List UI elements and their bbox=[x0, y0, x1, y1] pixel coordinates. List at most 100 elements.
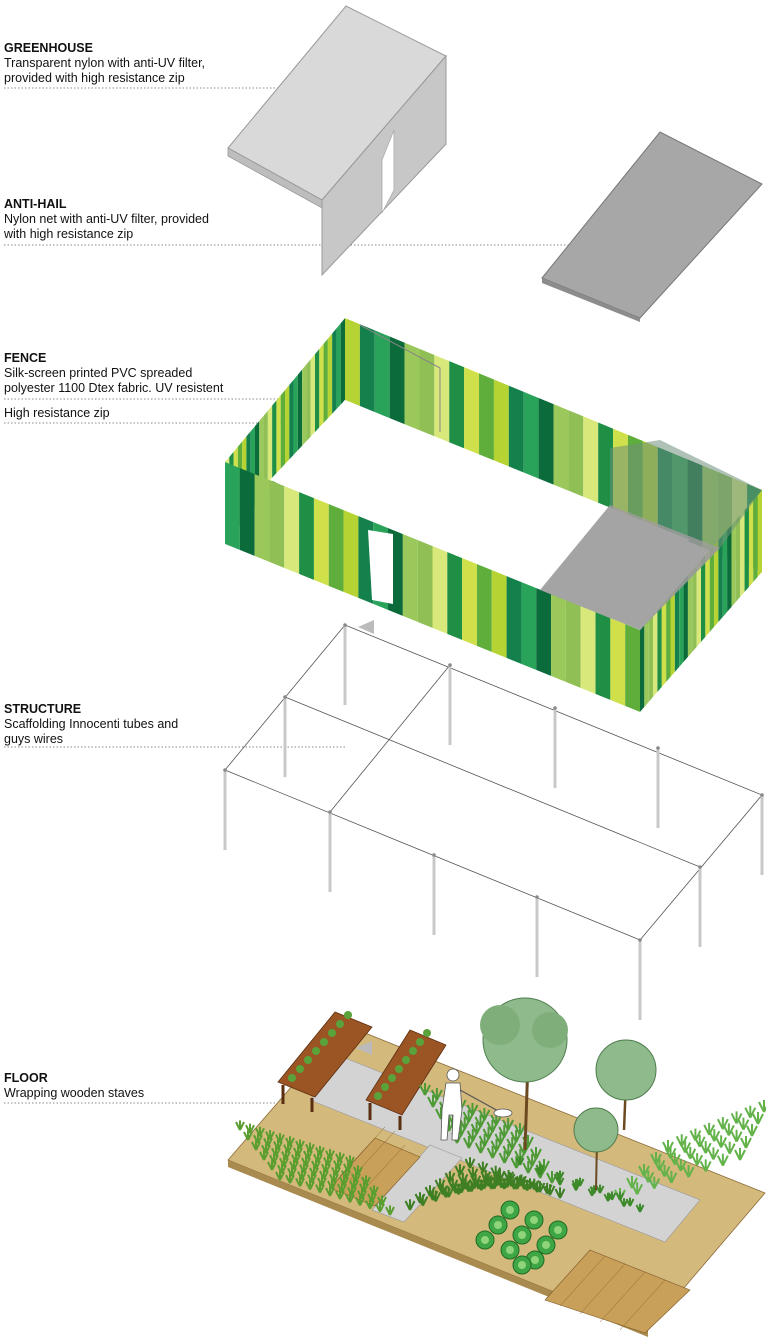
plant bbox=[317, 1176, 327, 1187]
plant bbox=[498, 1151, 511, 1164]
plant bbox=[730, 1111, 743, 1124]
fence-stripe bbox=[753, 495, 758, 582]
fence-stripe bbox=[276, 395, 281, 483]
tree-medium bbox=[595, 1039, 657, 1131]
fence-door-opening bbox=[368, 530, 393, 604]
structure-desc-1: Scaffolding Innocenti tubes and bbox=[4, 717, 179, 731]
plant bbox=[305, 1179, 315, 1190]
fence-stripe bbox=[493, 379, 509, 468]
plant bbox=[737, 1117, 750, 1131]
plant bbox=[419, 1083, 431, 1096]
plant bbox=[716, 1153, 729, 1167]
fence-stripe bbox=[565, 600, 581, 688]
cabbage-heart bbox=[554, 1226, 562, 1234]
plant bbox=[315, 1183, 325, 1194]
fence-stripe bbox=[464, 367, 480, 456]
plant bbox=[311, 1159, 321, 1170]
plant bbox=[323, 1155, 333, 1166]
fence-stripe bbox=[679, 580, 684, 667]
plant bbox=[291, 1153, 301, 1164]
fence-stripe bbox=[744, 505, 749, 592]
plant bbox=[345, 1155, 355, 1166]
planter-plant bbox=[328, 1029, 336, 1037]
scaffold-joint bbox=[432, 853, 436, 857]
plant bbox=[309, 1166, 319, 1177]
plant bbox=[279, 1156, 289, 1167]
cabbage-bed bbox=[475, 1200, 568, 1275]
planter-2 bbox=[365, 1029, 447, 1130]
plant bbox=[353, 1165, 363, 1176]
fence-stripe bbox=[595, 612, 611, 700]
fence-stripe bbox=[653, 610, 658, 697]
plant bbox=[414, 1192, 426, 1204]
plant bbox=[734, 1148, 746, 1161]
fence-stripe bbox=[670, 590, 675, 677]
plant bbox=[355, 1195, 365, 1206]
plant bbox=[555, 1176, 565, 1186]
plant bbox=[335, 1189, 345, 1200]
plant bbox=[619, 1198, 629, 1208]
fence-stripe bbox=[718, 535, 723, 622]
fence-stripe bbox=[254, 474, 270, 562]
fence-stripe bbox=[748, 500, 754, 587]
fence-stripe bbox=[327, 333, 333, 421]
scaffold-joint bbox=[760, 793, 764, 797]
plant bbox=[359, 1182, 369, 1193]
plant bbox=[650, 1152, 662, 1165]
floor-label: FLOOR Wrapping wooden staves bbox=[4, 1071, 144, 1101]
scaffold-joint bbox=[283, 695, 287, 699]
fence-layer bbox=[225, 318, 762, 712]
fence-stripe bbox=[731, 520, 736, 607]
plant bbox=[319, 1169, 329, 1180]
planter-plant bbox=[395, 1065, 403, 1073]
fence-stripe bbox=[523, 391, 539, 480]
plant bbox=[331, 1165, 341, 1176]
wood-plot-2 bbox=[544, 1249, 691, 1334]
plant bbox=[345, 1192, 355, 1203]
plant bbox=[477, 1161, 489, 1173]
plant bbox=[434, 1178, 446, 1190]
cabbage-heart bbox=[518, 1231, 526, 1239]
fence-stripe bbox=[389, 336, 405, 425]
plant bbox=[758, 1100, 766, 1113]
structure-layer bbox=[223, 623, 764, 1020]
plant bbox=[587, 1187, 597, 1197]
plant bbox=[261, 1143, 271, 1154]
floor-base-edge bbox=[228, 1160, 648, 1337]
fence-stripe bbox=[735, 515, 741, 602]
fence-stripe bbox=[419, 348, 435, 437]
plant bbox=[305, 1142, 315, 1153]
plant bbox=[265, 1129, 275, 1140]
plant bbox=[299, 1163, 309, 1174]
antihail-title: ANTI-HAIL bbox=[4, 197, 67, 211]
structure-mid-beam-1 bbox=[329, 664, 451, 813]
plant bbox=[746, 1124, 758, 1137]
fence-stripe bbox=[709, 545, 715, 632]
plant bbox=[638, 1164, 650, 1177]
plant bbox=[404, 1199, 416, 1211]
antihail-desc-2: with high resistance zip bbox=[4, 227, 134, 241]
plant bbox=[289, 1159, 299, 1170]
plant bbox=[703, 1122, 716, 1136]
greenhouse-desc-1: Transparent nylon with anti-UV filter, bbox=[4, 56, 206, 70]
plant bbox=[343, 1162, 353, 1173]
fence-stripe bbox=[508, 385, 524, 474]
plant bbox=[503, 1170, 514, 1182]
plant bbox=[480, 1169, 492, 1182]
plant bbox=[297, 1169, 307, 1180]
fence-stripe bbox=[302, 364, 307, 452]
fence-stripe bbox=[683, 575, 688, 662]
plant bbox=[357, 1189, 367, 1200]
plant bbox=[273, 1139, 283, 1150]
fence-stripe bbox=[657, 605, 662, 692]
fence-stripe bbox=[476, 564, 492, 652]
plant bbox=[546, 1171, 558, 1184]
plant bbox=[301, 1156, 311, 1167]
planter-plant bbox=[374, 1092, 382, 1100]
fence-stripe bbox=[553, 404, 569, 493]
greenhouse-title: GREENHOUSE bbox=[4, 41, 93, 55]
cabbage-heart bbox=[506, 1246, 514, 1254]
plant bbox=[744, 1105, 757, 1119]
fence-stripe bbox=[740, 510, 745, 597]
